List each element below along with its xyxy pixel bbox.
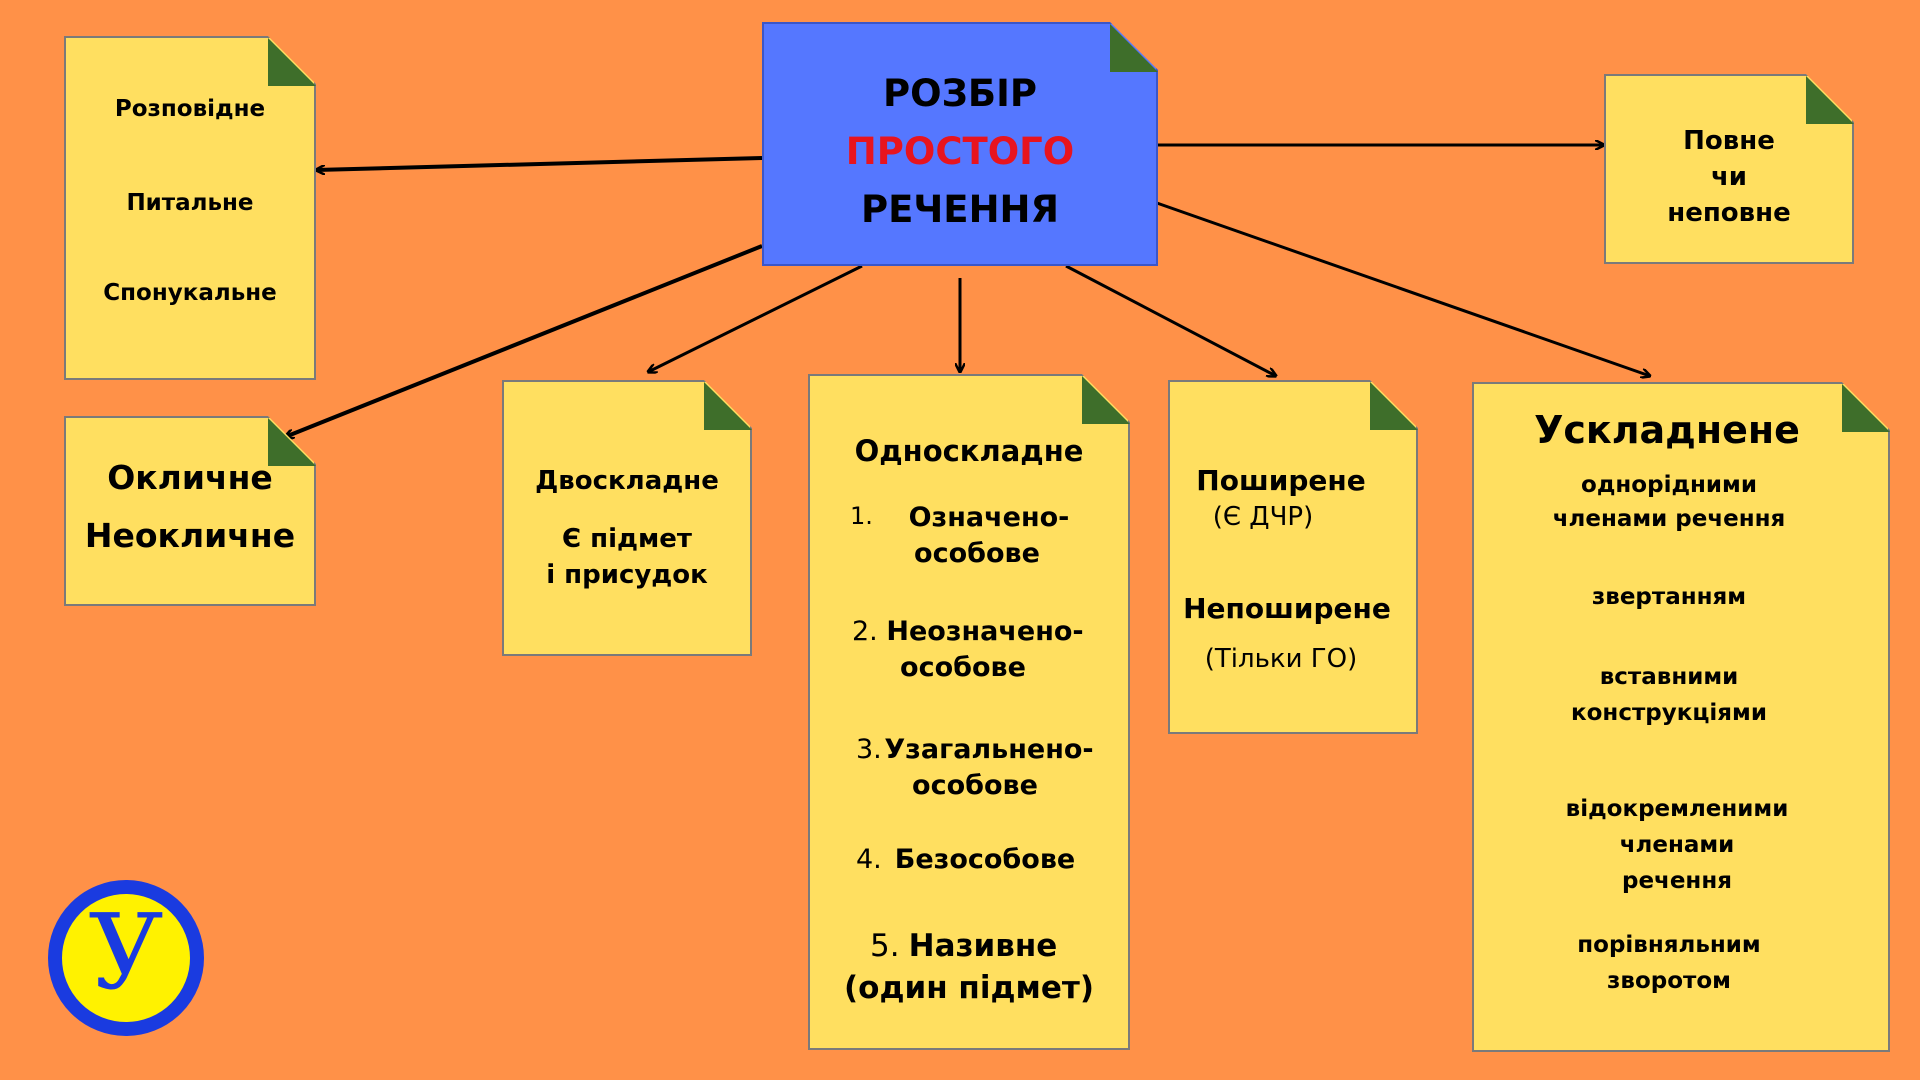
arrow-to-purpose <box>316 156 763 170</box>
title-line-2: ПРОСТОГО <box>845 130 1075 173</box>
one-part-item-line: Узагальнено- <box>884 734 1094 765</box>
exclamation-line-1: Окличне <box>107 458 273 497</box>
two-part-line-2: і присудок <box>546 560 708 590</box>
completeness-line-3: неповне <box>1667 198 1791 228</box>
completeness-line-1: Повне <box>1683 126 1775 156</box>
logo-letter: У <box>88 891 164 1013</box>
one-part-item-num: 5. <box>870 928 900 964</box>
one-part-item-num: 3. <box>856 734 882 765</box>
complicated-item-line: відокремленими <box>1565 796 1789 822</box>
arrow-to-complicated <box>1153 200 1650 376</box>
complicated-item-line: конструкціями <box>1571 700 1767 726</box>
one-part-item-line: особове <box>914 538 1040 569</box>
completeness-note: Повне чи неповне <box>1604 74 1854 264</box>
purpose-note: Розповідне Питальне Спонукальне <box>64 36 316 380</box>
complicated-heading: Ускладнене <box>1534 408 1800 452</box>
title-box: РОЗБІР ПРОСТОГО РЕЧЕННЯ <box>762 22 1158 266</box>
one-part-item-line: Означено- <box>908 502 1070 533</box>
extended-line-3: Непоширене <box>1183 592 1391 625</box>
complicated-item-line: однорідними <box>1581 472 1757 498</box>
extended-note: Поширене (Є ДЧР) Непоширене (Тільки ГО) <box>1168 380 1418 734</box>
two-part-line-1: Є підмет <box>562 524 692 554</box>
one-part-heading: Односкладне <box>854 434 1084 468</box>
one-part-item-num: 1. <box>850 502 873 530</box>
one-part-item-line: особове <box>912 770 1038 801</box>
two-part-heading: Двоскладне <box>535 466 719 496</box>
two-part-note: Двоскладне Є підмет і присудок <box>502 380 752 656</box>
completeness-line-2: чи <box>1710 162 1748 192</box>
exclamation-line-2: Неокличне <box>84 516 296 555</box>
complicated-item-line: звертанням <box>1591 584 1747 610</box>
arrow-to-two-part <box>648 264 863 372</box>
logo: У <box>48 880 204 1036</box>
one-part-item-num: 4. <box>856 844 882 875</box>
complicated-item-line: вставними <box>1599 664 1739 690</box>
arrow-to-exclamation <box>285 244 763 437</box>
one-part-item-num: 2. <box>852 616 878 647</box>
arrow-to-extended <box>1065 264 1276 376</box>
complicated-item-line: членами <box>1619 832 1735 858</box>
extended-line-1: Поширене <box>1196 464 1366 497</box>
purpose-item: Питальне <box>126 190 254 216</box>
one-part-item-line: особове <box>900 652 1026 683</box>
complicated-note: Ускладнене однорідними членами речення з… <box>1472 382 1890 1052</box>
complicated-item-line: членами речення <box>1552 506 1786 532</box>
complicated-item-line: порівняльним <box>1577 932 1761 958</box>
title-line-1: РОЗБІР <box>883 72 1037 115</box>
purpose-item: Спонукальне <box>103 280 277 306</box>
one-part-item-line: (один підмет) <box>843 970 1094 1006</box>
one-part-note: Односкладне 1. Означено- особове 2. Неоз… <box>808 374 1130 1050</box>
complicated-item-line: зворотом <box>1607 968 1731 994</box>
title-line-3: РЕЧЕННЯ <box>861 188 1059 231</box>
one-part-item-line: Безособове <box>894 844 1076 875</box>
extended-line-4: (Тільки ГО) <box>1204 644 1358 674</box>
one-part-item-line: Називне <box>908 928 1058 964</box>
exclamation-note: Окличне Неокличне <box>64 416 316 606</box>
extended-line-2: (Є ДЧР) <box>1212 502 1314 532</box>
purpose-item: Розповідне <box>114 96 266 122</box>
one-part-item-line: Неозначено- <box>886 616 1084 647</box>
complicated-item-line: речення <box>1621 868 1732 894</box>
